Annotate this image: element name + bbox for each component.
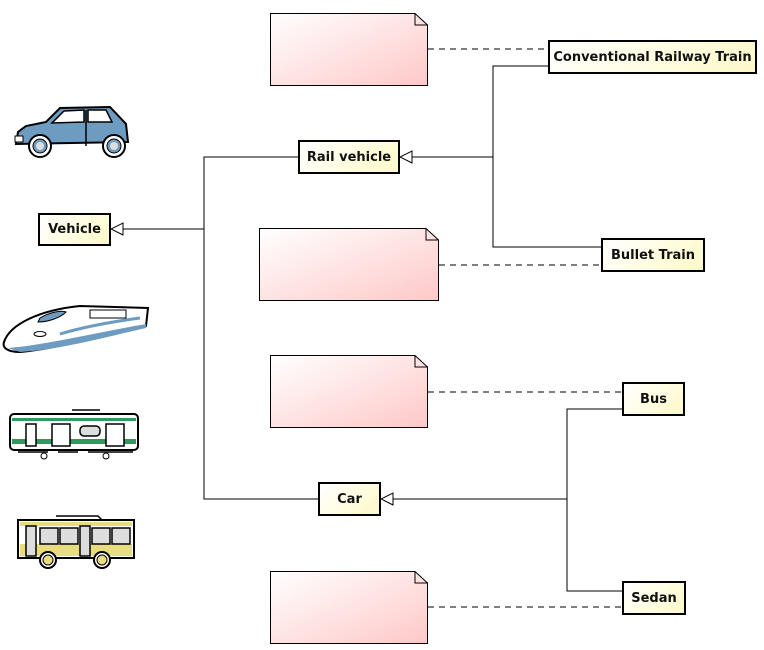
class-bus[interactable]: Bus (622, 382, 685, 416)
class-sedan[interactable]: Sedan (622, 581, 686, 615)
class-sedan-label: Sedan (631, 590, 677, 606)
generalization-sedan (566, 499, 622, 592)
commuter-train-icon (9, 409, 139, 460)
class-car[interactable]: Car (318, 482, 381, 516)
bus-icon (17, 515, 135, 569)
class-bullet-train[interactable]: Bullet Train (601, 238, 705, 272)
class-conventional-train[interactable]: Conventional Railway Train (548, 40, 757, 74)
generalization-bus (566, 408, 622, 499)
note-sedan[interactable] (270, 571, 430, 645)
class-rail-vehicle[interactable]: Rail vehicle (298, 140, 400, 174)
generalization-car (203, 229, 318, 500)
note-conventional-train[interactable] (270, 13, 430, 87)
note-bullet-train[interactable] (259, 228, 441, 302)
class-rail-vehicle-label: Rail vehicle (306, 149, 392, 165)
class-bus-label: Bus (640, 391, 667, 407)
class-car-label: Car (337, 491, 362, 507)
generalization-conventional-train (492, 65, 548, 157)
bullet-train-icon (2, 304, 150, 354)
class-vehicle[interactable]: Vehicle (38, 213, 111, 246)
note-bus[interactable] (270, 355, 430, 429)
generalization-rail-vehicle (203, 156, 298, 229)
sedan-car-icon (14, 105, 130, 158)
generalization-bullet-train (492, 157, 601, 248)
class-conventional-train-label: Conventional Railway Train (553, 49, 752, 65)
class-bullet-train-label: Bullet Train (611, 247, 695, 263)
class-vehicle-label: Vehicle (48, 222, 101, 237)
